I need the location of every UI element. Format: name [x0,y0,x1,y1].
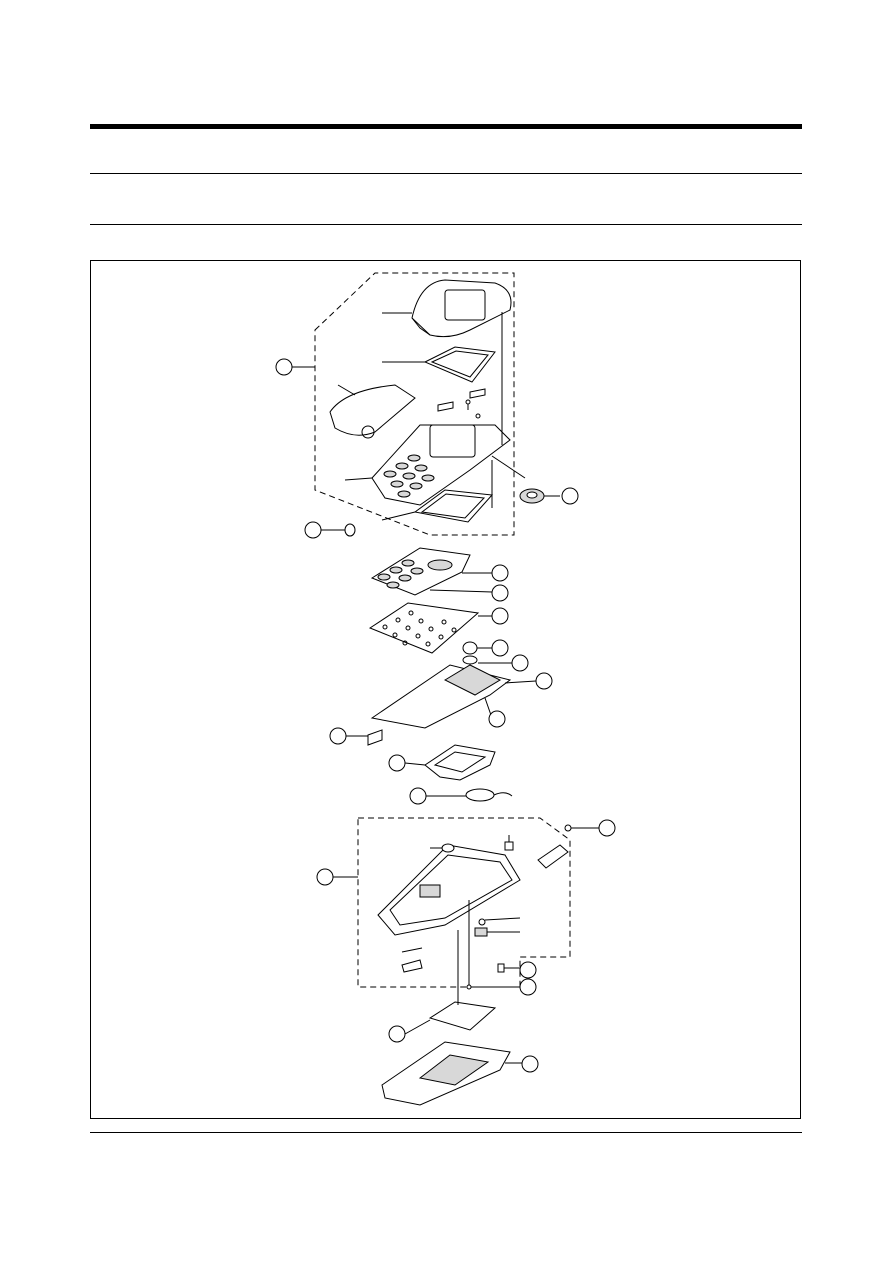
footer-divider [90,1132,802,1133]
grommet-part [320,523,356,537]
buzzer-part [425,788,513,802]
antenna-part [537,824,600,869]
callout-marker [598,819,616,837]
callout-marker [511,654,529,672]
callout-marker [304,521,322,539]
dome-sheet [368,602,492,654]
callout-marker [491,564,509,582]
speaker-part [519,488,560,504]
subheader-divider [90,224,802,225]
flip-cover [329,384,416,439]
keypad-rubber [370,547,493,596]
battery-cover [381,1041,522,1106]
callout-marker [491,584,509,602]
callout-marker [329,727,347,745]
rear-small-parts [401,835,521,990]
callout-marker [535,672,553,690]
callout-marker [409,787,427,805]
front-housing [344,424,511,506]
callout-marker [316,868,334,886]
window-gasket-upper [382,346,496,383]
callout-marker [388,1025,406,1043]
callout-marker [388,754,406,772]
shield-frame [404,744,496,781]
label-sheet [404,930,497,1035]
front-assembly-group-outline [314,272,515,536]
callout-marker [275,358,293,376]
small-clips [437,388,486,419]
callout-marker [488,710,506,728]
figure-frame [90,260,801,1119]
callout-marker [561,487,579,505]
pcb-lcd-module [370,655,537,729]
callout-marker [519,961,537,979]
motor-part [462,641,492,655]
callout-marker [521,1055,539,1073]
callout-marker [491,639,509,657]
header-thick-rule [90,124,802,129]
callout-markers [275,358,616,1073]
rear-housing [377,844,521,936]
flex-connector [345,729,383,746]
callout-marker [519,978,537,996]
callout-marker [491,607,509,625]
header-divider [90,173,802,174]
front-cover-top [382,279,512,338]
rear-assembly-group-outline [357,817,571,988]
